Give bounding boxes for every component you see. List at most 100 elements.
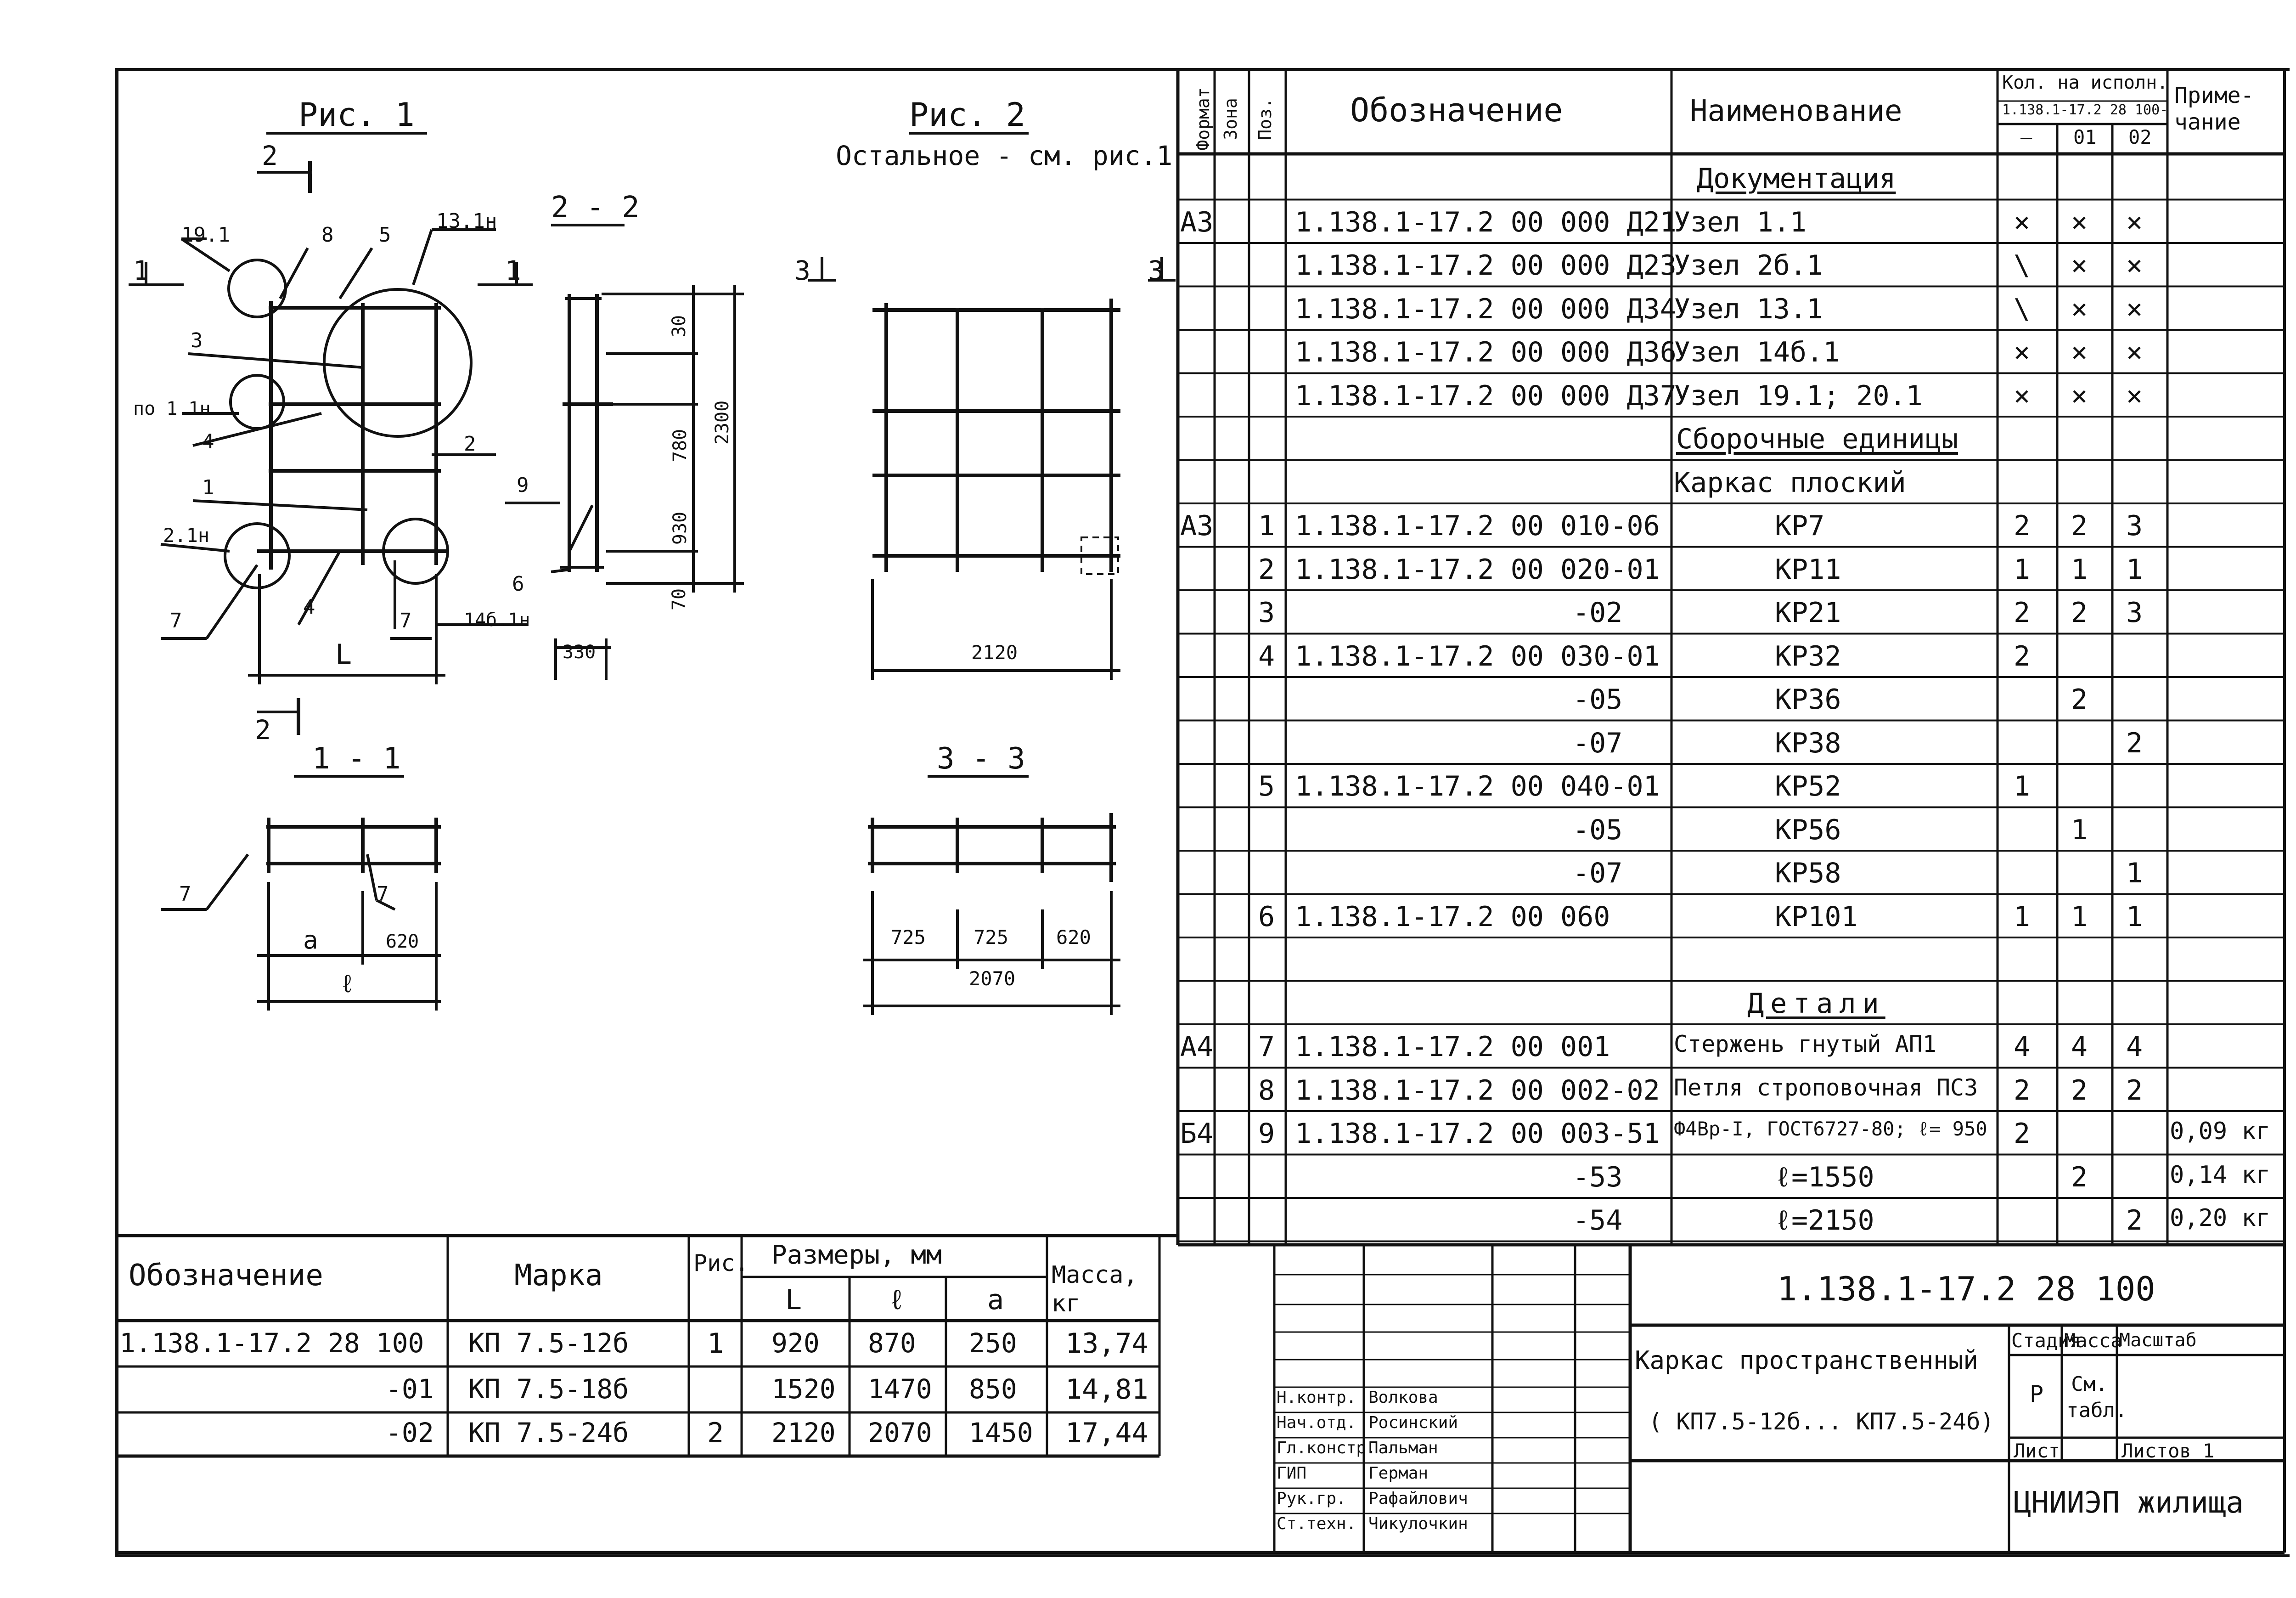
label-1: 1 — [202, 476, 214, 499]
spec-qty-1: × — [2071, 249, 2088, 282]
spec-designation: 1.138.1-17.2 00 020-01 — [1295, 553, 1660, 586]
spec-note: 0,20 кг — [2170, 1204, 2271, 1232]
signature-role: Ст.техн. — [1277, 1514, 1356, 1533]
spec-row: 5 1.138.1-17.2 00 040-01 КР52 1 — [1178, 764, 2282, 807]
spec-designation: -05 — [1573, 813, 1623, 846]
dim-620b: 620 — [1056, 926, 1091, 949]
section-3-3-title: 3 - 3 — [937, 742, 1025, 776]
spec-name: КР52 — [1775, 770, 1841, 802]
marks-mark: КП 7.5-12б — [468, 1327, 629, 1359]
spec-qty-0: 2 — [2014, 1074, 2031, 1107]
spec-note: 0,09 кг — [2170, 1118, 2271, 1145]
label-8: 8 — [321, 223, 334, 247]
spec-qty-2: 4 — [2126, 1031, 2143, 1063]
spec-header-pos: Поз. — [1255, 98, 1275, 140]
spec-header-qty: Кол. на исполн. — [2002, 72, 2168, 93]
spec-pos: 6 — [1258, 900, 1275, 933]
spec-designation: -53 — [1573, 1161, 1623, 1193]
dim-2300: 2300 — [712, 400, 733, 445]
dim-2120: 2120 — [971, 641, 1018, 664]
marks-a: 850 — [969, 1373, 1017, 1405]
label-13-1n: 13.1н — [436, 209, 497, 233]
spec-qty-0: 1 — [2014, 770, 2031, 802]
spec-row: Каркас плоский — [1178, 460, 2282, 503]
spec-designation: -54 — [1573, 1204, 1623, 1237]
dim-620a: 620 — [386, 931, 419, 952]
spec-pos: 5 — [1258, 770, 1275, 802]
dim-2070: 2070 — [969, 967, 1016, 990]
spec-qty-2: × — [2126, 379, 2143, 412]
signature-role: ГИП — [1277, 1464, 1307, 1483]
spec-pos: 3 — [1258, 597, 1275, 629]
spec-designation: 1.138.1-17.2 00 040-01 — [1295, 770, 1660, 802]
cut-mark-2-top: 2 — [262, 140, 278, 171]
section-2-2-drawing — [505, 224, 744, 680]
spec-qty-0: 2 — [2014, 640, 2031, 672]
marks-designation: 1.138.1-17.2 28 100 — [119, 1327, 424, 1359]
marks-header-fig: Рис. — [693, 1250, 749, 1276]
spec-header-zone: Зона — [1221, 98, 1241, 140]
spec-name: Каркас плоский — [1674, 466, 1906, 499]
spec-name: КР7 — [1775, 510, 1825, 542]
dim-l: ℓ — [340, 969, 355, 998]
spec-qty-0: 2 — [2014, 1118, 2031, 1150]
cut-mark-3-right: 3 — [1148, 255, 1164, 286]
spec-qty-2: × — [2126, 293, 2143, 325]
marks-mass: 17,44 — [1065, 1417, 1148, 1449]
marks-header-mark: Марка — [514, 1259, 603, 1293]
spec-qty-2: 2 — [2126, 727, 2143, 759]
section-3-3-drawing — [863, 775, 1120, 1015]
spec-name: ℓ=2150 — [1775, 1204, 1874, 1237]
spec-header-qty-doc: 1.138.1-17.2 28 100- — [2002, 102, 2168, 118]
marks-header-designation: Обозначение — [129, 1259, 323, 1293]
spec-name: Документация — [1697, 163, 1896, 195]
signature-name: Волкова — [1368, 1388, 1438, 1407]
dim-L: L — [335, 638, 352, 671]
marks-mark: КП 7.5-24б — [468, 1417, 629, 1448]
spec-name: Узел 1.1 — [1674, 206, 1806, 238]
spec-name: КР21 — [1775, 597, 1841, 629]
spec-name: КР32 — [1775, 640, 1841, 672]
spec-qty-2: × — [2126, 336, 2143, 368]
spec-qty-0: \ — [2014, 249, 2031, 282]
spec-designation: 1.138.1-17.2 00 000 Д37 — [1295, 379, 1677, 412]
spec-pos: 4 — [1258, 640, 1275, 672]
spec-name: Узел 14б.1 — [1674, 336, 1840, 368]
spec-format: А4 — [1180, 1031, 1214, 1063]
spec-qty-0: 2 — [2014, 510, 2031, 542]
spec-name: Узел 13.1 — [1674, 293, 1823, 325]
title-line-2: ( КП7.5-12б... КП7.5-24б) — [1649, 1408, 1994, 1435]
spec-qty-1: 1 — [2071, 553, 2088, 586]
scale-label: Масштаб — [2119, 1330, 2197, 1351]
spec-pos: 7 — [1258, 1031, 1275, 1063]
spec-header-format: Формат — [1193, 87, 1213, 151]
label-7c: 7 — [179, 882, 191, 906]
marks-header-L: L — [785, 1284, 802, 1316]
spec-pos: 1 — [1258, 510, 1275, 542]
label-19-1: 19.1 — [181, 223, 230, 247]
cut-mark-1-right: 1 — [505, 255, 521, 286]
marks-mass: 13,74 — [1065, 1327, 1148, 1360]
dim-725b: 725 — [974, 926, 1008, 949]
marks-header-a: a — [987, 1284, 1004, 1316]
mass-label: Масса — [2064, 1329, 2122, 1352]
marks-mass: 14,81 — [1065, 1373, 1148, 1406]
spec-row: Документация — [1178, 156, 2282, 199]
spec-designation: 1.138.1-17.2 00 002-02 — [1295, 1074, 1660, 1107]
spec-qty-1: 2 — [2071, 1161, 2088, 1193]
marks-a: 1450 — [969, 1417, 1033, 1448]
spec-row — [1178, 937, 2282, 981]
label-7a: 7 — [170, 609, 182, 632]
